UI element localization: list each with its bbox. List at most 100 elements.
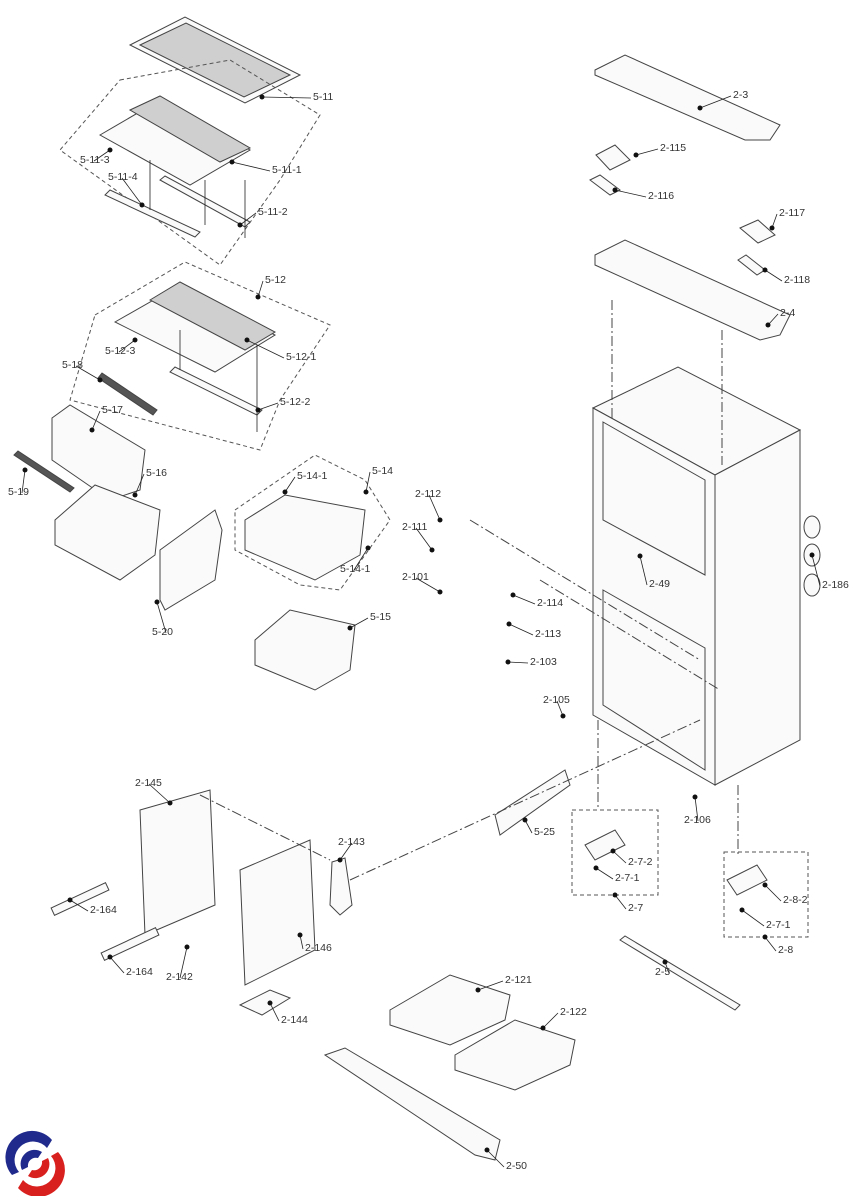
part-label: 2-186 (822, 579, 849, 591)
leader-dot (282, 489, 288, 495)
leg-group-2-8 (723, 851, 809, 938)
leader-line (764, 884, 782, 902)
cabinet (591, 366, 802, 786)
leader-line (239, 212, 257, 226)
leader-dot (762, 882, 768, 888)
leader-line (75, 365, 101, 381)
drawer-5-16 (54, 484, 161, 581)
leader-line (699, 95, 732, 109)
tray-2-121 (389, 974, 511, 1046)
leader-line (612, 850, 627, 864)
part-label: 2-113 (535, 628, 562, 640)
leader-dot (637, 553, 643, 559)
assembly-line (199, 794, 331, 861)
leader-dot (184, 944, 190, 950)
part-label: 5-12-2 (280, 396, 311, 408)
leader-line (428, 494, 441, 521)
leader-line (635, 148, 659, 156)
leader-line (639, 555, 648, 586)
part-label: 2-144 (281, 1014, 308, 1026)
door-liner-2-145 (139, 789, 216, 936)
hinge-2-117 (739, 219, 776, 244)
leader-line (121, 177, 143, 206)
gasket-2-143 (329, 857, 353, 916)
part-label: 2-116 (648, 190, 675, 202)
shelf-5-12 (69, 261, 331, 451)
leader-line (542, 1012, 559, 1029)
part-label: 2-7-1 (766, 919, 791, 931)
leader-dot (762, 934, 768, 940)
leader-line (507, 661, 529, 664)
leader-dot (510, 592, 516, 598)
strip-2-164-b (100, 927, 160, 961)
part-label: 2-164 (126, 966, 153, 978)
leader-dot (255, 294, 261, 300)
leader-dot (297, 932, 303, 938)
strip-2-164-a (50, 882, 110, 916)
part-label: 2-8 (778, 944, 794, 956)
part-label: 2-50 (506, 1160, 528, 1172)
leader-dot (505, 659, 511, 665)
part-label: 2-121 (505, 974, 532, 986)
leader-line (486, 1149, 505, 1168)
leader-line (353, 547, 369, 571)
cap-2-186-a (803, 515, 821, 539)
drawer-5-15 (254, 609, 356, 691)
rail-5-19 (13, 450, 75, 493)
leader-dot (154, 599, 160, 605)
part-label: 5-11-2 (258, 206, 288, 218)
part-label: 2-4 (780, 307, 796, 319)
part-label: 5-11-3 (80, 154, 110, 166)
leader-line (477, 980, 504, 991)
leader-line (269, 1002, 280, 1022)
leader-dot (612, 892, 618, 898)
leader-line (109, 956, 125, 974)
part-label: 2-7-2 (628, 856, 653, 868)
leader-dot (739, 907, 745, 913)
part-label: 2-49 (649, 578, 671, 590)
leader-line (512, 594, 536, 605)
leader-line (134, 473, 145, 496)
leader-dot (363, 489, 369, 495)
bracket-2-7-2 (584, 829, 626, 861)
leader-dot (97, 377, 103, 383)
part-label: 2-105 (543, 694, 570, 706)
drawer-5-14 (244, 494, 366, 581)
bracket-2-8-2 (726, 864, 768, 896)
leader-line (257, 402, 279, 411)
part-label: 2-143 (338, 836, 365, 848)
leader-line (741, 909, 765, 927)
part-label: 2-111 (402, 521, 428, 533)
leader-line (231, 161, 271, 172)
part-label: 5-14-1 (340, 563, 371, 575)
part-label: 5-12-1 (286, 351, 317, 363)
hinge-2-115 (595, 144, 631, 171)
rail-5-18 (97, 372, 158, 416)
leader-line (246, 339, 285, 359)
leader-dot (484, 1147, 490, 1153)
base-2-50 (323, 1047, 501, 1161)
leader-dot (610, 848, 616, 854)
leader-dot (429, 547, 435, 553)
leader-line (91, 410, 101, 431)
leader-dot (692, 794, 698, 800)
part-label: 5-15 (370, 611, 392, 623)
part-label: 5-16 (146, 467, 168, 479)
leader-dot (229, 159, 235, 165)
part-label: 2-5 (655, 966, 671, 978)
part-label: 2-122 (560, 1006, 587, 1018)
leader-dot (365, 545, 371, 551)
leader-line (93, 149, 111, 162)
leader-line (261, 96, 312, 99)
part-label: 2-118 (784, 274, 811, 286)
rail-2-5 (619, 935, 741, 1011)
leader-dot (540, 1025, 546, 1031)
leader-dot (107, 954, 113, 960)
part-label: 5-25 (534, 826, 556, 838)
leader-dot (67, 897, 73, 903)
part-label: 5-11-4 (108, 171, 138, 183)
leader-dot (593, 865, 599, 871)
part-label: 2-117 (779, 207, 806, 219)
leg-group-2-7 (571, 809, 659, 896)
panel-5-20 (159, 509, 223, 611)
